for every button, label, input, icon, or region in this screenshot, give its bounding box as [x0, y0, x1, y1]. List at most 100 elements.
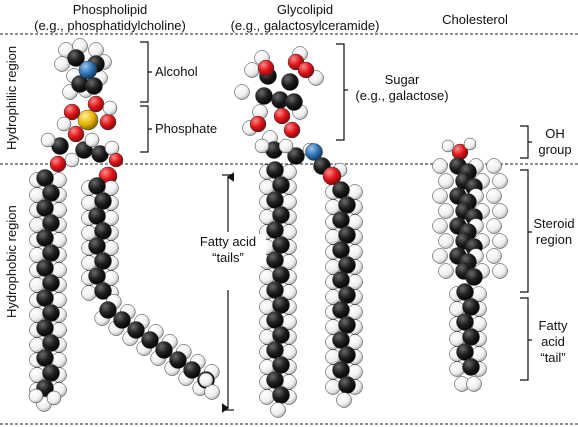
carbon-atom — [42, 304, 60, 322]
hydrogen-atom — [270, 402, 286, 418]
sugar-line2: (e.g., galactose) — [355, 88, 449, 103]
hydrogen-atom — [198, 372, 214, 388]
hydrogen-atom — [64, 152, 80, 168]
hydrogen-atom — [466, 376, 482, 392]
hydrogen-atom — [46, 390, 62, 406]
carbon-atom — [255, 87, 273, 105]
carbon-atom — [332, 271, 350, 289]
carbon-atom — [155, 341, 173, 359]
carbon-atom — [332, 331, 350, 349]
alcohol-label: Alcohol — [155, 64, 198, 79]
oh-line1: OH — [545, 126, 565, 141]
carbon-atom — [67, 49, 85, 67]
carbon-atom — [272, 296, 290, 314]
carbon-atom — [332, 211, 350, 229]
steroid-bracket — [520, 169, 532, 293]
carbon-atom — [338, 316, 356, 334]
carbon-atom — [272, 266, 290, 284]
fatty-tail-line1: Fatty — [538, 318, 568, 333]
hydrogen-atom — [432, 158, 448, 174]
hydrogen-atom — [492, 263, 508, 279]
hydrogen-atom — [102, 100, 118, 116]
oxygen-atom — [99, 113, 117, 131]
carbon-atom — [272, 206, 290, 224]
carbon-atom — [332, 241, 350, 259]
carbon-atom — [42, 364, 60, 382]
nitrogen-atom — [78, 60, 98, 80]
glycolipid-title: Glycolipid — [276, 2, 334, 17]
carbon-atom — [266, 311, 284, 329]
oxygen-atom — [273, 107, 291, 125]
carbon-atom — [338, 346, 356, 364]
hydrogen-atom — [278, 138, 294, 154]
phosphate-bracket — [140, 105, 152, 153]
hydrogen-atom — [432, 218, 448, 234]
carbon-atom — [338, 256, 356, 274]
carbon-atom — [36, 199, 54, 217]
phosphorus-atom — [77, 109, 99, 131]
carbon-atom — [272, 326, 290, 344]
hydrogen-atom — [259, 389, 275, 405]
carbon-atom — [456, 343, 474, 361]
carbon-atom — [42, 184, 60, 202]
carbon-atom — [36, 229, 54, 247]
carbon-atom — [266, 281, 284, 299]
hydrogen-atom — [492, 233, 508, 249]
oxygen-atom — [67, 125, 85, 143]
carbon-atom — [94, 192, 112, 210]
hydrogen-atom — [325, 379, 341, 395]
alcohol-bracket — [140, 41, 152, 103]
carbon-atom — [338, 376, 356, 394]
fatty-tail-line2: acid — [541, 334, 565, 349]
carbon-atom — [36, 289, 54, 307]
carbon-atom — [42, 244, 60, 262]
oh-line2: group — [538, 142, 572, 157]
sugar-label: Sugar (e.g., galactose) — [348, 72, 456, 104]
carbon-atom — [88, 237, 106, 255]
carbon-atom — [266, 161, 284, 179]
carbon-atom — [42, 274, 60, 292]
fatty-tail-bracket — [520, 297, 532, 381]
carbon-atom — [285, 93, 303, 111]
carbon-atom — [272, 176, 290, 194]
carbon-atom — [272, 236, 290, 254]
fatty-acid-tail-label: Fatty acid “tail” — [532, 318, 574, 366]
sugar-bracket — [336, 43, 348, 141]
hydrogen-atom — [449, 361, 465, 377]
hydrogen-atom — [441, 139, 455, 153]
carbon-atom — [94, 252, 112, 270]
hydrogen-atom — [486, 158, 502, 174]
hydrogen-atom — [432, 188, 448, 204]
atoms-layer — [28, 38, 508, 418]
carbon-atom — [36, 169, 54, 187]
fatty-acid-tails-line2: “tails” — [212, 250, 244, 265]
carbon-atom — [272, 356, 290, 374]
carbon-atom — [465, 268, 483, 286]
hydrogen-atom — [438, 233, 454, 249]
oxygen-atom — [297, 61, 315, 79]
carbon-atom — [456, 283, 474, 301]
oxygen-atom — [283, 121, 301, 139]
hydrogen-atom — [486, 248, 502, 264]
carbon-atom — [36, 319, 54, 337]
carbon-atom — [88, 177, 106, 195]
cholesterol-title: Cholesterol — [442, 12, 508, 27]
steroid-line1: Steroid — [533, 216, 575, 231]
oh-group-label: OH group — [533, 126, 577, 158]
hydrogen-atom — [336, 392, 352, 408]
carbon-atom — [332, 361, 350, 379]
phosphate-label: Phosphate — [155, 121, 218, 136]
carbon-atom — [42, 334, 60, 352]
hydrogen-atom — [40, 132, 56, 148]
carbon-atom — [338, 196, 356, 214]
carbon-atom — [272, 386, 290, 404]
oxygen-atom — [249, 115, 267, 133]
header-phospholipid: Phospholipid (e.g., phosphatidylcholine) — [20, 2, 200, 34]
carbon-atom — [94, 282, 112, 300]
carbon-atom — [36, 349, 54, 367]
carbon-atom — [36, 259, 54, 277]
hydrogen-atom — [254, 138, 270, 154]
carbon-atom — [266, 191, 284, 209]
carbon-atom — [266, 371, 284, 389]
carbon-atom — [88, 207, 106, 225]
